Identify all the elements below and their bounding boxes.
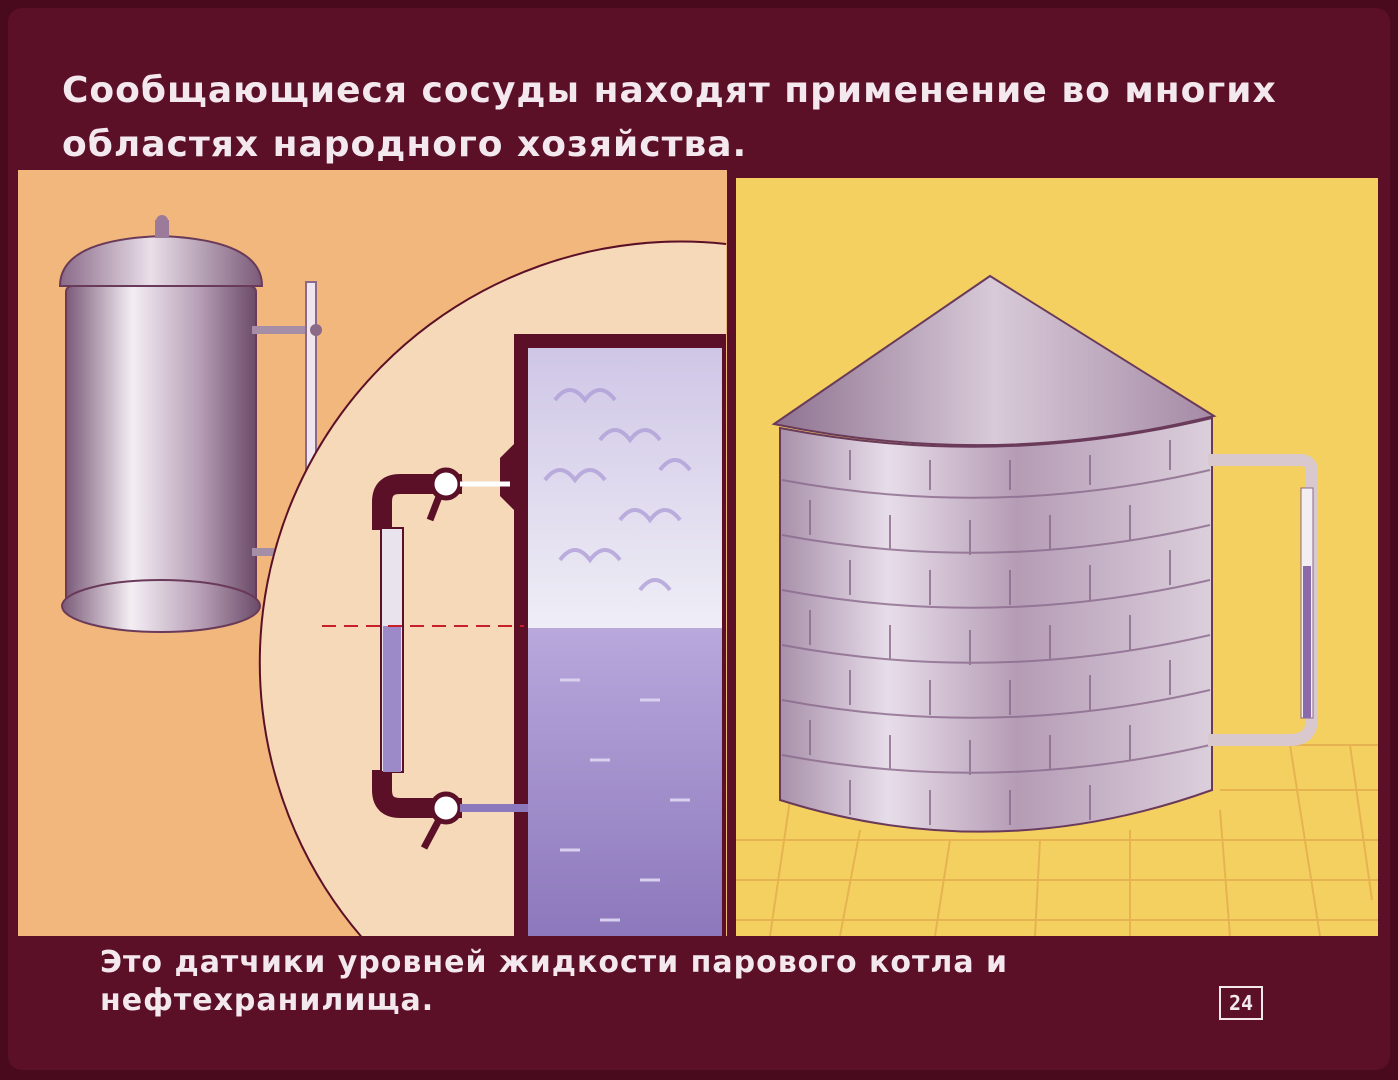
- panel-divider: [727, 170, 736, 936]
- slide-caption: Это датчики уровней жидкости парового ко…: [100, 945, 1009, 1018]
- slide-title: Сообщающиеся сосуды находят применение в…: [62, 70, 1277, 165]
- tank-illustration: [736, 274, 1378, 937]
- page-number: 24: [1219, 986, 1263, 1020]
- boiler-illustration: [58, 215, 727, 938]
